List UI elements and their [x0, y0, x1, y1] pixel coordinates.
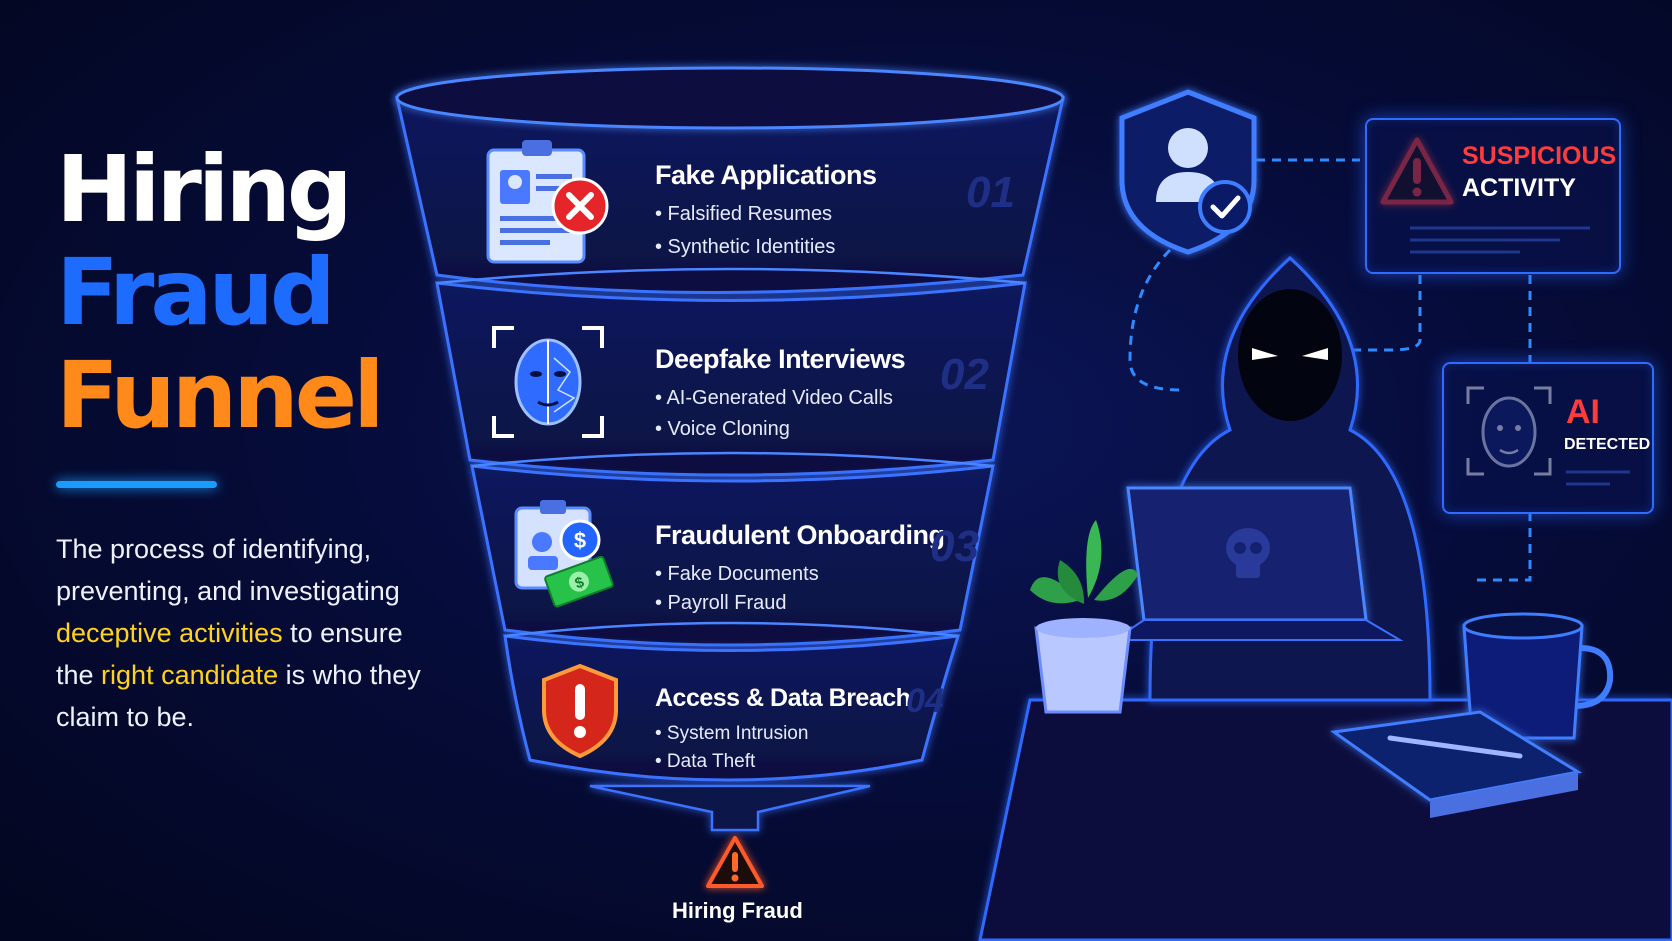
- stage-number: 02: [940, 350, 989, 399]
- ai-label: AI: [1566, 393, 1600, 431]
- stage-bullet: • Fake Documents: [655, 563, 819, 585]
- stage-title: Access & Data Breach: [655, 684, 911, 712]
- coffee-mug: [1462, 612, 1614, 740]
- stage-bullet: • Data Theft: [655, 751, 756, 772]
- warning-triangle-icon: [706, 836, 764, 888]
- stage-3-text: Fraudulent Onboarding • Fake Documents •…: [655, 520, 945, 615]
- title-underline: [56, 481, 217, 488]
- connector-lines: [1128, 158, 1532, 582]
- notebook-with-pen: [1330, 710, 1583, 818]
- potted-plant: [1030, 520, 1138, 714]
- resume-reject-icon: [486, 140, 609, 264]
- stage-bullet: • Payroll Fraud: [655, 592, 787, 614]
- stage-number: 03: [930, 522, 979, 571]
- funnel-stage-2-band: [435, 267, 1027, 477]
- suspicious-label: SUSPICIOUS: [1462, 142, 1617, 170]
- stage-title: Fraudulent Onboarding: [655, 520, 945, 550]
- stage-bullet: • Voice Cloning: [655, 418, 790, 440]
- detected-label: DETECTED: [1564, 436, 1651, 453]
- stage-4-text: Access & Data Breach • System Intrusion …: [655, 684, 911, 773]
- activity-label: ACTIVITY: [1462, 174, 1576, 202]
- stage-title: Fake Applications: [655, 160, 877, 190]
- ai-detected-panel: [1442, 362, 1654, 514]
- laptop: [1110, 486, 1404, 641]
- stage-bullet: • AI-Generated Video Calls: [655, 387, 893, 409]
- payroll-money-icon: $ $: [514, 500, 614, 608]
- funnel-spout: [589, 784, 871, 832]
- stage-number: 04: [906, 682, 944, 720]
- skull-icon: [1226, 528, 1270, 578]
- stage-bullet: • Falsified Resumes: [655, 203, 833, 225]
- stage-bullet: • Synthetic Identities: [655, 236, 836, 258]
- title-line-hiring: Hiring: [56, 136, 353, 243]
- stage-2-text: Deepfake Interviews • AI-Generated Video…: [655, 344, 906, 441]
- funnel-output-label: Hiring Fraud: [672, 898, 803, 923]
- description: The process of identifying, preventing, …: [56, 528, 436, 738]
- stage-1-text: Fake Applications • Falsified Resumes • …: [655, 160, 877, 259]
- title-line-funnel: Funnel: [56, 342, 385, 449]
- description-text: is who they claim to be.: [56, 660, 421, 732]
- stage-title: Deepfake Interviews: [655, 344, 906, 374]
- stage-number: 01: [966, 168, 1015, 217]
- description-text: The process of identifying, preventing, …: [56, 534, 400, 606]
- description-highlight-candidate: right candidate: [101, 660, 279, 690]
- svg-text:$: $: [574, 528, 586, 553]
- deepfake-face-icon: [492, 326, 604, 438]
- description-text: to ensure the: [56, 618, 403, 690]
- warning-shield-icon: [542, 663, 618, 759]
- title-line-fraud: Fraud: [56, 239, 336, 346]
- description-highlight-deceptive: deceptive activities: [56, 618, 283, 648]
- suspicious-activity-panel: [1365, 118, 1621, 274]
- shield-user-icon: [1119, 89, 1257, 255]
- funnel-stage-4-band: [503, 621, 961, 782]
- funnel-stage-3-band: [470, 451, 995, 647]
- stage-bullet: • System Intrusion: [655, 723, 809, 744]
